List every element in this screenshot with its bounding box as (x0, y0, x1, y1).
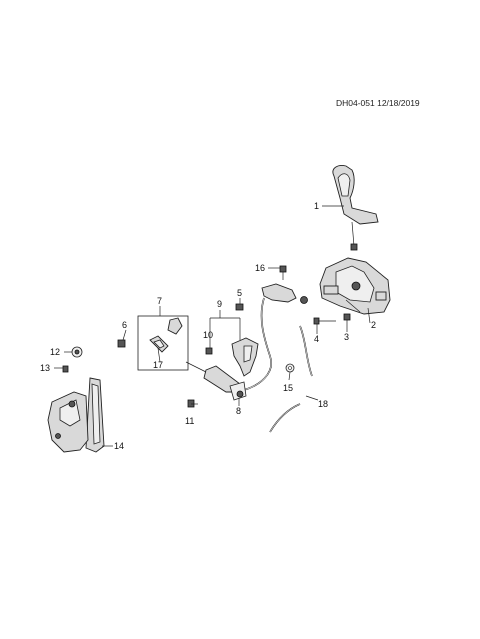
callout-18: 18 (318, 399, 328, 409)
callout-4: 4 (314, 334, 319, 344)
callout-6: 6 (122, 320, 127, 330)
part-bolt-16 (279, 265, 287, 280)
part-bolt-3 (343, 313, 351, 321)
callout-2: 2 (371, 320, 376, 330)
callout-7: 7 (157, 296, 162, 306)
callout-14: 14 (114, 441, 124, 451)
callout-15: 15 (283, 383, 293, 393)
part-hose-18 (269, 325, 313, 433)
diagram-reference-code: DH04-051 12/18/2019 (336, 98, 420, 108)
part-shifter-housing (319, 257, 391, 315)
part-lever-bracket (231, 337, 259, 377)
callout-3: 3 (344, 332, 349, 342)
part-bolt-11 (187, 399, 195, 408)
part-shift-lever (332, 165, 379, 251)
callout-11: 11 (185, 416, 194, 426)
part-nut-5 (235, 303, 244, 311)
callout-1: 1 (314, 201, 319, 211)
part-cap-12 (71, 346, 83, 358)
part-nut-6 (117, 339, 126, 348)
part-accelerator-pedal (47, 377, 105, 453)
callout-17: 17 (153, 360, 163, 370)
part-shift-cable (185, 297, 272, 401)
part-cable-bracket (261, 283, 308, 304)
callout-16: 16 (255, 263, 265, 273)
callout-13: 13 (40, 363, 50, 373)
callout-10: 10 (203, 330, 213, 340)
callout-12: 12 (50, 347, 60, 357)
part-bolt-13 (62, 365, 69, 373)
leader-lines (54, 205, 371, 447)
part-washer-15 (285, 363, 295, 373)
callout-9: 9 (217, 299, 222, 309)
part-bolt-4 (313, 317, 336, 325)
part-nut-10 (205, 347, 213, 355)
callout-5: 5 (237, 288, 242, 298)
callout-8: 8 (236, 406, 241, 416)
